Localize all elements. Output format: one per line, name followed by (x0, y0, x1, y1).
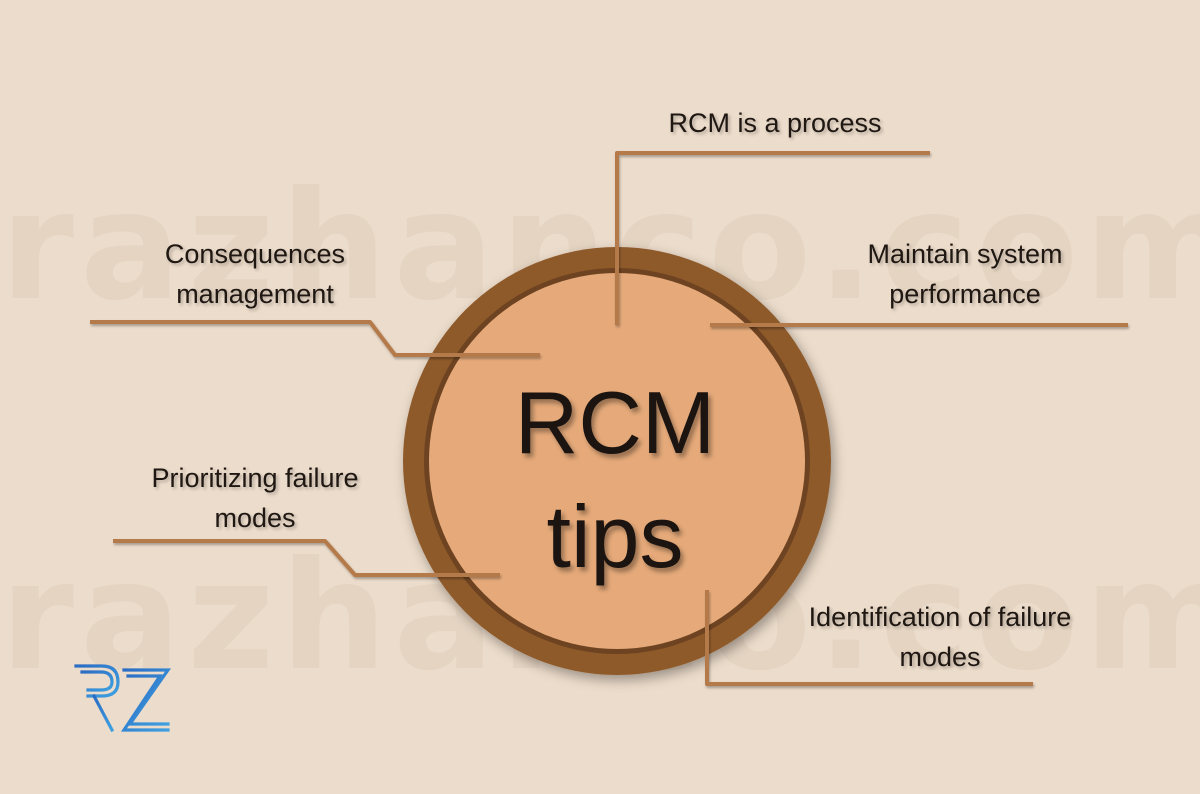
tip-consequences-management: Consequences management (120, 234, 390, 314)
rz-logo-icon (74, 664, 172, 733)
tip-identification-line-2: modes (899, 642, 981, 672)
tip-maintain-system-performance: Maintain system performance (830, 234, 1100, 314)
tip-prioritizing-line-2: modes (214, 503, 296, 533)
tip-identification-line-1: Identification of failure (808, 602, 1072, 632)
tip-identification-of-failure-modes: Identification of failure modes (770, 597, 1110, 677)
connector-identification (705, 590, 1033, 686)
inner-circle (429, 273, 805, 649)
tip-consequences-line-2: management (176, 279, 334, 309)
connector-consequences (90, 320, 540, 357)
connector-prioritizing (113, 539, 500, 577)
tip-prioritizing-line-1: Prioritizing failure (151, 463, 359, 493)
tip-maintain-line-1: Maintain system (867, 239, 1063, 269)
tip-consequences-line-1: Consequences (164, 239, 346, 269)
center-title-line-1: RCM (514, 373, 716, 472)
center-title-line-2: tips (546, 487, 684, 586)
tip-rcm-is-a-process: RCM is a process (620, 103, 930, 143)
tip-prioritizing-failure-modes: Prioritizing failure modes (100, 458, 410, 538)
connector-process (615, 151, 930, 325)
tip-maintain-line-2: performance (889, 279, 1041, 309)
tip-process-line-1: RCM is a process (668, 108, 882, 138)
